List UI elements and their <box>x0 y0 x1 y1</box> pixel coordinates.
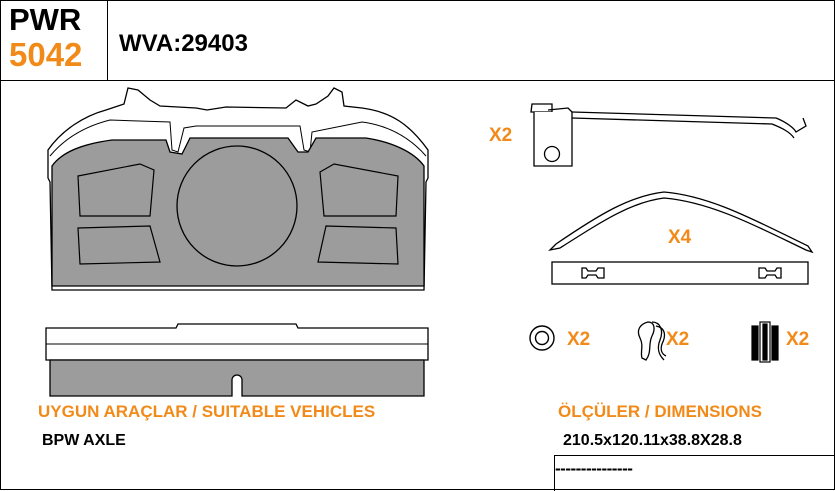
r-clip-icon <box>637 321 667 361</box>
side-view-friction <box>49 359 425 397</box>
washer-icon <box>529 325 555 351</box>
bushing-icon <box>751 321 779 363</box>
brand-label: PWR <box>9 2 82 37</box>
pad-pocket-bl <box>77 225 161 265</box>
bushing-quantity: X2 <box>786 329 810 350</box>
header-divider <box>0 80 835 81</box>
pad-pocket-tl <box>77 163 155 217</box>
center-circle <box>176 145 298 267</box>
vehicles-heading: UYGUN ARAÇLAR / SUITABLE VEHICLES <box>38 402 376 421</box>
pad-pocket-br <box>317 225 399 265</box>
product-number: 5042 <box>9 36 83 73</box>
side-view-backing <box>45 323 429 361</box>
washer-quantity: X2 <box>567 329 591 350</box>
backing-plate-inner-line <box>49 119 427 157</box>
spring-plate <box>548 191 814 285</box>
dimensions-value: 210.5x120.11x38.8X28.8 <box>563 432 742 449</box>
pad-pocket-tr <box>319 163 399 217</box>
dimensions-placeholder: --------------- <box>555 459 633 478</box>
dimensions-heading: ÖLÇÜLER / DIMENSIONS <box>558 402 763 421</box>
wva-label: WVA:29403 <box>119 30 248 57</box>
dimensions-box <box>554 455 835 491</box>
r-clip-quantity: X2 <box>666 329 690 350</box>
pad-retainer-clip <box>530 103 807 167</box>
clip-quantity: X2 <box>489 125 513 146</box>
vehicles-value: BPW AXLE <box>42 432 126 449</box>
product-code-box: PWR 5042 <box>0 0 108 80</box>
spring-quantity: X4 <box>668 227 692 248</box>
